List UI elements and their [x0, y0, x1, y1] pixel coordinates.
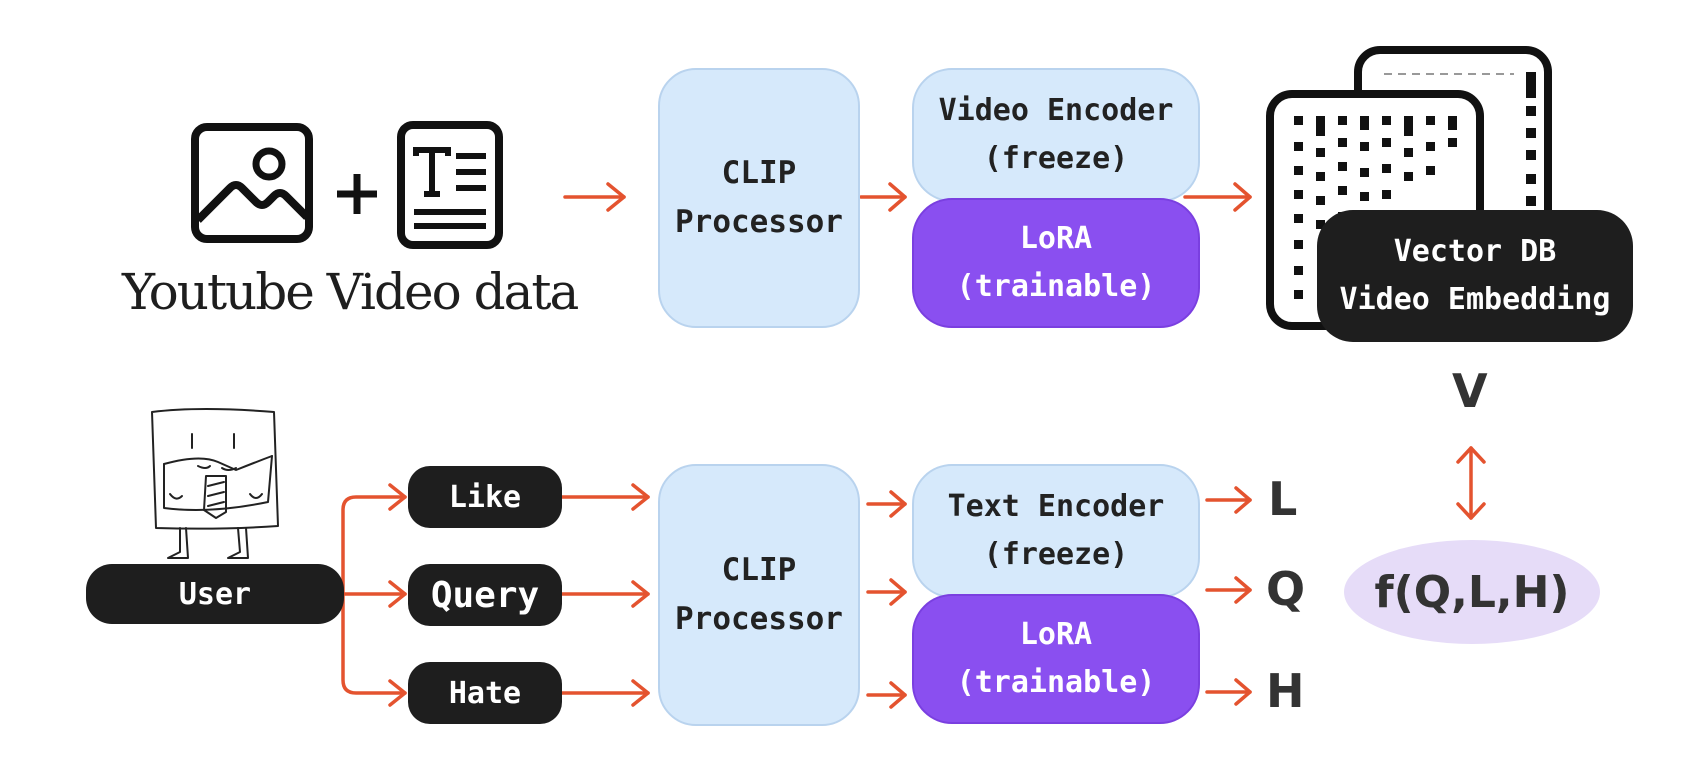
q-label: Q [1266, 562, 1306, 616]
arrow-clip-to-text-encoder-3 [866, 681, 907, 709]
user-label: User [86, 564, 344, 624]
v-label: V [1452, 364, 1488, 418]
user-sketch-icon [151, 408, 279, 559]
youtube-video-data-caption: Youtube Video data [122, 263, 579, 321]
clip-processor-bottom: CLIP Processor [658, 464, 860, 726]
arrow-clip-to-encoder [859, 182, 907, 212]
image-icon [191, 123, 313, 243]
arrow-data-to-clip [563, 182, 626, 212]
arrow-hate-to-clip [560, 679, 650, 707]
lora-trainable-top: LoRA (trainable) [912, 198, 1200, 328]
score-function-ellipse: f(Q,L,H) [1344, 540, 1600, 644]
arrow-to-l [1205, 486, 1252, 514]
plus-icon [337, 174, 377, 214]
arrow-clip-to-text-encoder-2 [866, 578, 907, 606]
l-label: L [1268, 472, 1298, 526]
arrow-encoder-to-db [1183, 182, 1252, 212]
arrow-to-q [1205, 576, 1252, 604]
arrow-clip-to-text-encoder-1 [866, 490, 907, 518]
arrow-like-to-clip [560, 483, 650, 511]
arrow-v-f-bidirectional [1456, 446, 1486, 520]
hate-pill: Hate [408, 662, 562, 724]
text-encoder-box: Text Encoder (freeze) [912, 464, 1200, 598]
video-encoder-box: Video Encoder (freeze) [912, 68, 1200, 202]
h-label: H [1266, 664, 1305, 718]
arrow-to-h [1205, 678, 1252, 706]
lora-trainable-bottom: LoRA (trainable) [912, 594, 1200, 724]
arrow-query-to-clip [560, 580, 650, 608]
query-pill: Query [408, 564, 562, 626]
text-document-icon [397, 121, 503, 249]
vector-db-label: Vector DB Video Embedding [1317, 210, 1633, 342]
clip-processor-top: CLIP Processor [658, 68, 860, 328]
like-pill: Like [408, 466, 562, 528]
arrow-user-branch [341, 483, 407, 707]
